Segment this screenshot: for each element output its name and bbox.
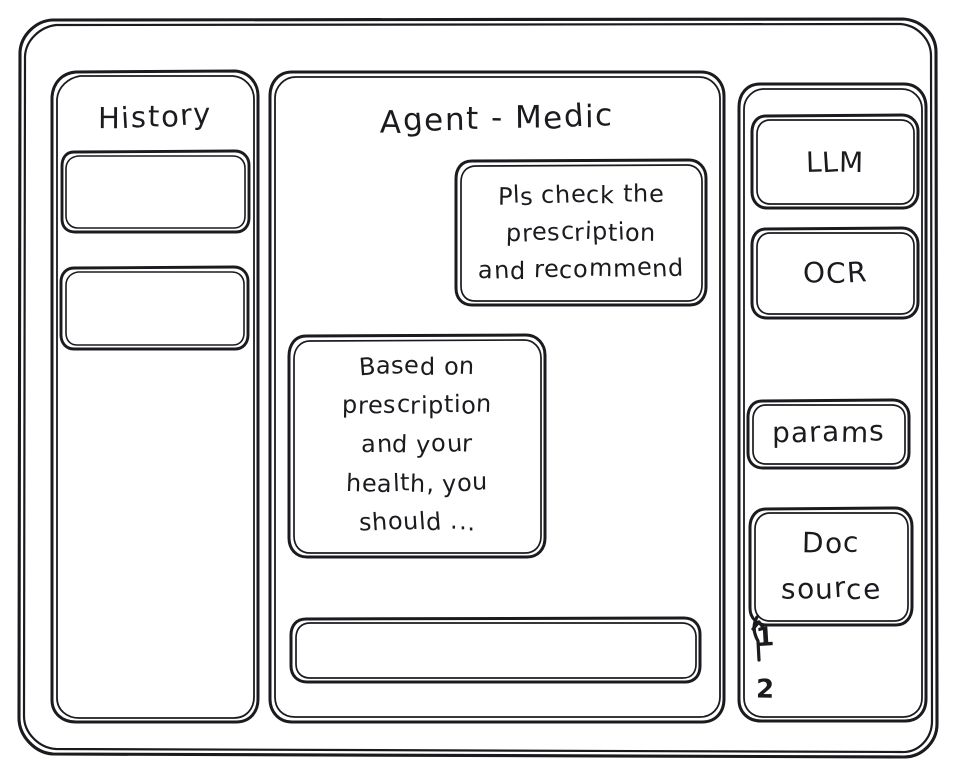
doc-source-line-1: Doc xyxy=(802,525,860,561)
message-user-line-3: and recommend xyxy=(478,252,685,285)
tool-params-button[interactable]: params xyxy=(748,400,909,468)
message-bubble-user: Pls check the prescription and recommend xyxy=(456,160,706,305)
doc-source-entry-1[interactable]: 1 xyxy=(748,612,808,656)
history-item-2[interactable] xyxy=(61,267,248,349)
history-item-1[interactable] xyxy=(62,151,249,232)
doc-source-button[interactable]: Doc source xyxy=(750,508,912,625)
tool-params-label: params xyxy=(772,414,886,450)
tool-ocr-button[interactable]: OCR xyxy=(752,228,918,318)
doc-source-entry-2-label: 2 xyxy=(755,674,775,705)
doc-source-entry-1-label: 1 xyxy=(754,622,776,654)
doc-source-entry-2[interactable]: 2 xyxy=(748,664,808,708)
tool-llm-button[interactable]: LLM xyxy=(752,115,918,208)
message-assistant-line-4: health, you xyxy=(345,467,489,499)
message-assistant-line-1: Based on xyxy=(357,350,476,382)
message-user-line-2: prescription xyxy=(505,216,657,248)
message-bubble-assistant: Based on prescription and your health, y… xyxy=(289,335,545,557)
message-input[interactable] xyxy=(291,618,700,682)
message-assistant-line-2: prescription xyxy=(341,389,493,420)
message-user-line-1: Pls check the xyxy=(497,179,665,212)
tool-llm-label: LLM xyxy=(804,145,865,180)
message-assistant-line-5: should ... xyxy=(358,506,476,537)
doc-source-line-2: source xyxy=(780,570,882,607)
history-title: History xyxy=(98,96,212,136)
message-assistant-line-3: and your xyxy=(361,428,474,460)
tool-ocr-label: OCR xyxy=(802,255,869,290)
